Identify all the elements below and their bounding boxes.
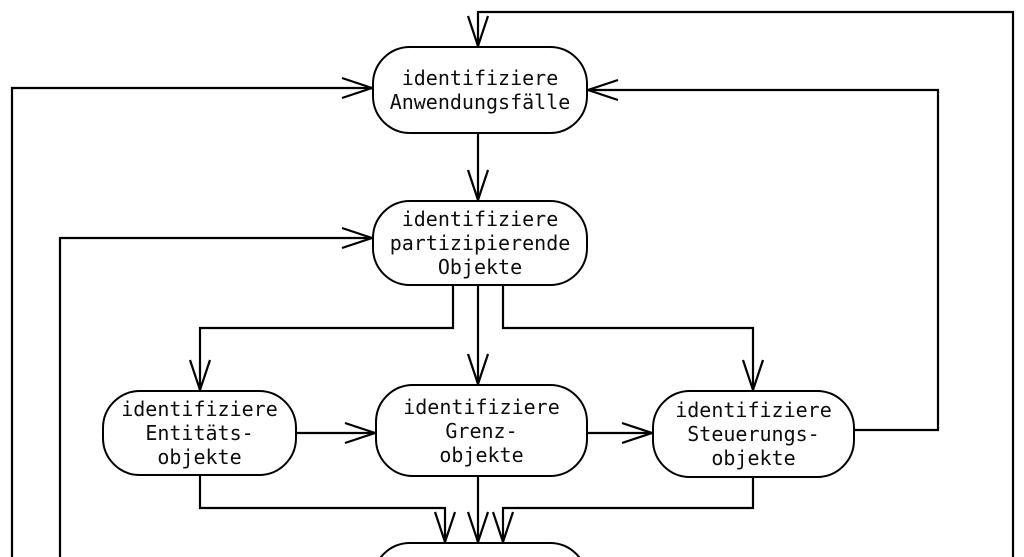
edge-steuerungs-to-anwendungsfaelle bbox=[588, 88, 940, 432]
edge-loop-right-to-anwendungsfaelle-top bbox=[476, 10, 1015, 557]
edge-loop-left-to-partizipierende bbox=[58, 236, 372, 557]
node-label-line: objekte bbox=[711, 446, 796, 470]
node-label-line: Anwendungsfälle bbox=[389, 90, 571, 114]
node-label-line: objekte bbox=[439, 442, 524, 467]
node-label-line: objekte bbox=[157, 445, 242, 469]
node-label-line: Grenz- bbox=[445, 418, 518, 443]
node-label-line: identifiziere bbox=[401, 66, 559, 90]
node-label-line: identifiziere bbox=[401, 207, 559, 231]
edge-steuerungs-to-bottom bbox=[501, 478, 755, 542]
node-bottom-node-cut-off bbox=[372, 542, 588, 557]
node-label-line: Steuerungs- bbox=[687, 422, 820, 446]
edge-partizipierende-to-steuerungs bbox=[501, 286, 755, 390]
node-label-line: partizipierende bbox=[389, 231, 571, 255]
arrowhead-icon bbox=[584, 78, 619, 102]
node-label-line: identifiziere bbox=[403, 394, 560, 419]
node-label-line: identifiziere bbox=[675, 398, 832, 422]
node-label-line: Objekte bbox=[437, 255, 523, 279]
edge-partizipierende-to-entitaets bbox=[198, 286, 455, 390]
node-label-line: Entitäts- bbox=[145, 421, 254, 445]
edge-loop-left-to-anwendungsfaelle bbox=[10, 86, 372, 557]
node-label-line: identifiziere bbox=[121, 397, 278, 421]
edge-entitaets-to-bottom bbox=[198, 476, 447, 542]
